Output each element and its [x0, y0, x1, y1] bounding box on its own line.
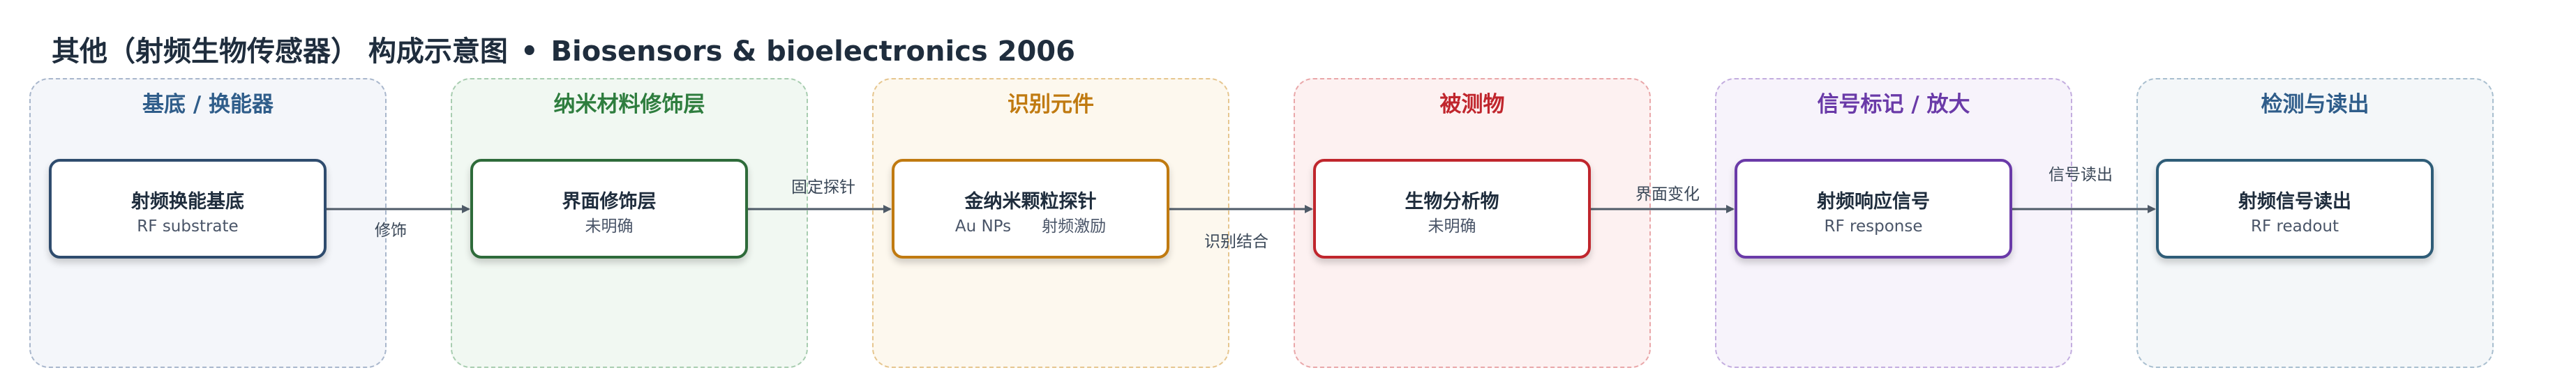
node-subtitle: RF readout [2251, 217, 2339, 236]
node-interface-layer: 界面修饰层 未明确 [470, 159, 748, 259]
node-subtitle: RF response [1824, 217, 1923, 236]
title-separator: • [520, 36, 539, 68]
node-subtitle-secondary: 射频激励 [1042, 217, 1107, 236]
group-label-readout: 检测与读出 [2261, 92, 2369, 117]
node-gold-probe: 金纳米颗粒探针 Au NPs 射频激励 [892, 159, 1169, 259]
node-subtitle: RF substrate [137, 217, 239, 236]
node-analyte: 生物分析物 未明确 [1313, 159, 1591, 259]
group-label-substrate: 基底 / 换能器 [142, 92, 274, 117]
title-source: Biosensors & bioelectronics 2006 [551, 36, 1075, 68]
node-rf-response: 射频响应信号 RF response [1735, 159, 2012, 259]
node-subtitle: 未明确 [1428, 217, 1476, 236]
edge-label-1: 修饰 [375, 222, 407, 240]
edge-label-5: 信号读出 [2049, 166, 2113, 184]
group-label-signal: 信号标记 / 放大 [1817, 92, 1970, 117]
diagram-title: 其他（射频生物传感器） 构成示意图 • Biosensors & bioelectr… [52, 31, 1075, 72]
node-rf-substrate: 射频换能基底 RF substrate [49, 159, 327, 259]
edge-label-4: 界面变化 [1635, 185, 1700, 203]
node-title: 射频换能基底 [131, 191, 244, 213]
group-label-nanomaterial: 纳米材料修饰层 [553, 92, 705, 117]
node-title: 生物分析物 [1405, 191, 1499, 213]
node-subtitle: 未明确 [585, 217, 634, 236]
group-label-analyte: 被测物 [1439, 92, 1505, 117]
node-title: 界面修饰层 [562, 191, 657, 213]
node-rf-readout: 射频信号读出 RF readout [2156, 159, 2434, 259]
node-subtitle: Au NPs [954, 217, 1012, 236]
group-substrate: 基底 / 换能器 [29, 78, 387, 368]
group-label-recognition: 识别元件 [1008, 92, 1094, 117]
node-title: 射频响应信号 [1817, 191, 1930, 213]
edge-label-3: 识别结合 [1204, 233, 1268, 251]
node-subtitle-group: Au NPs 射频激励 [894, 216, 1167, 237]
node-title: 金纳米颗粒探针 [964, 191, 1097, 213]
edge-label-2: 固定探针 [791, 178, 855, 197]
node-title: 射频信号读出 [2238, 191, 2351, 213]
title-main: 其他（射频生物传感器） 构成示意图 [52, 36, 508, 68]
